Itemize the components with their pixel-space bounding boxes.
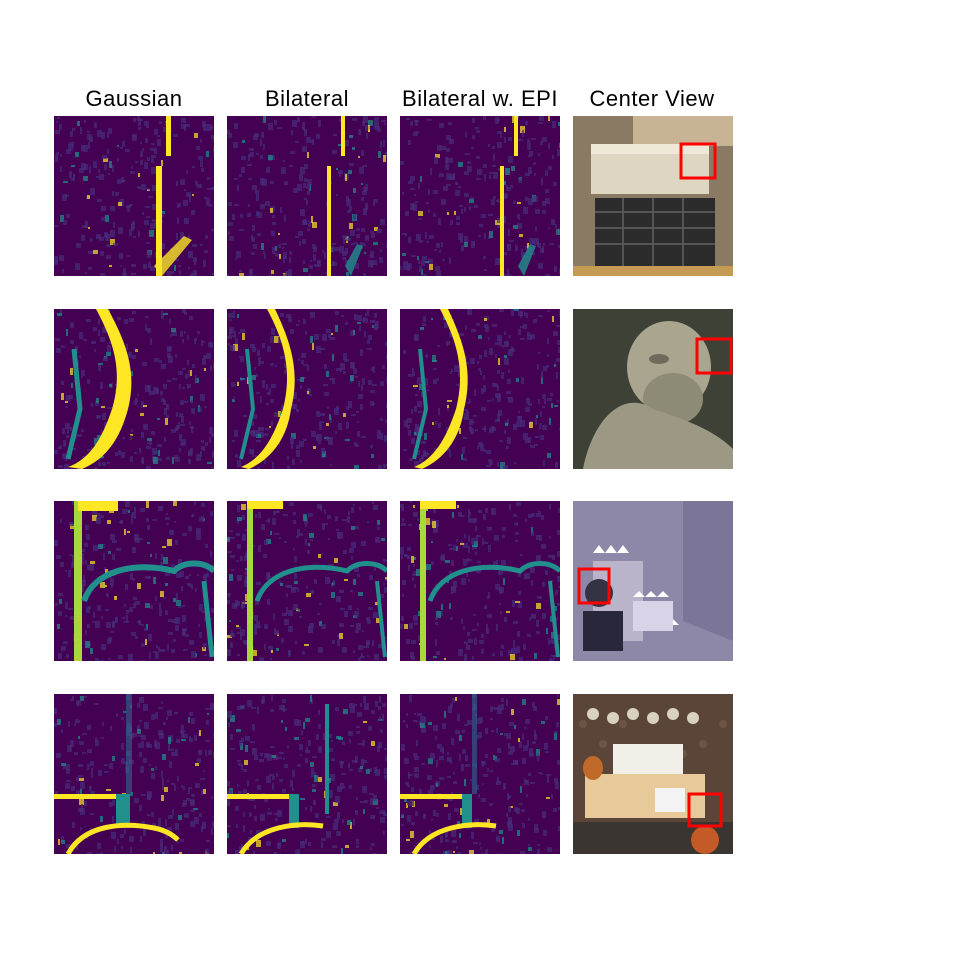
column-title-bilateral: Bilateral (265, 86, 349, 111)
error-map-bilateral-row4 (227, 694, 387, 854)
error-map-bilateral-row3 (227, 501, 387, 661)
error-map-gaussian-row2 (54, 309, 214, 469)
error-map-gaussian-row4 (54, 694, 214, 854)
error-map-bilateral-epi-row4 (400, 694, 560, 854)
center-view-boxes (573, 116, 733, 276)
error-map-bilateral-epi-row3 (400, 501, 560, 661)
error-map-bilateral-epi-row1 (400, 116, 560, 276)
column-title-bilateral-epi: Bilateral w. EPI (402, 86, 558, 111)
error-map-gaussian-row3 (54, 501, 214, 661)
error-map-bilateral-row1 (227, 116, 387, 276)
center-view-bookshelf (573, 694, 733, 854)
error-map-gaussian-row1 (54, 116, 214, 276)
error-map-bilateral-row2 (227, 309, 387, 469)
error-map-bilateral-epi-row2 (400, 309, 560, 469)
center-view-toys (573, 501, 733, 661)
center-view-statue (573, 309, 733, 469)
column-title-gaussian: Gaussian (85, 86, 183, 111)
column-title-center-view: Center View (589, 86, 715, 111)
